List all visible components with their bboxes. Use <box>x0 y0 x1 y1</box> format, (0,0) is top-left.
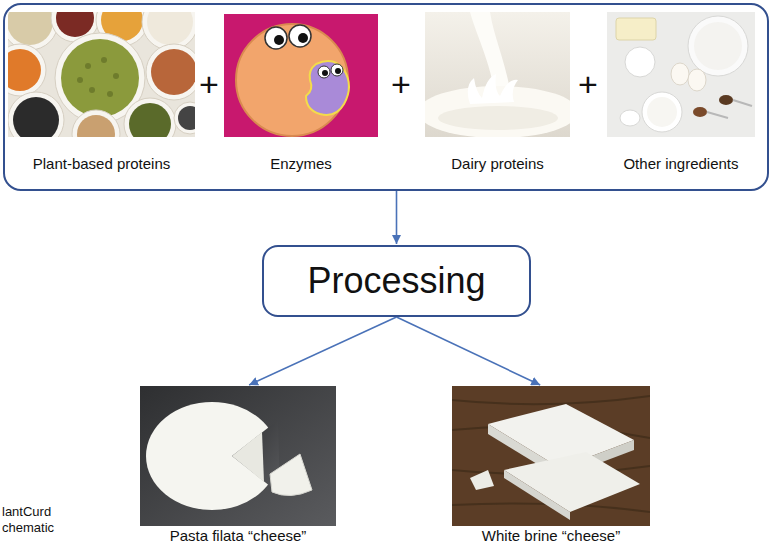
item-caption: Enzymes <box>270 155 332 173</box>
legume-bowls <box>8 12 195 137</box>
feta-photo <box>452 386 650 526</box>
figure-note: lantCurd chematic <box>2 504 66 536</box>
process-box: Processing <box>262 245 531 317</box>
baking-ingredients <box>607 12 755 137</box>
flow-arrow <box>397 317 541 385</box>
ingredients-group: Plant-based proteins Enzymes Dairy protein… <box>3 3 769 191</box>
flow-arrow <box>249 317 396 385</box>
item-caption: Dairy proteins <box>451 155 544 173</box>
plus-sign: + <box>391 67 411 101</box>
ingredient-item: Dairy proteins <box>425 12 570 174</box>
item-caption: Other ingredients <box>623 155 738 173</box>
item-caption: White brine “cheese” <box>482 527 620 545</box>
plus-sign: + <box>199 67 219 101</box>
ingredient-item: Other ingredients <box>607 12 755 174</box>
plus-sign: + <box>578 67 598 101</box>
item-caption: Pasta filata “cheese” <box>170 527 307 545</box>
ingredient-item: Plant-based proteins <box>8 12 195 174</box>
flow-arrow <box>396 191 398 244</box>
mozzarella-photo <box>140 386 336 526</box>
product-item: Pasta filata “cheese” <box>140 386 336 546</box>
product-item: White brine “cheese” <box>452 386 650 546</box>
process-label: Processing <box>307 261 485 301</box>
ingredient-item: Enzymes <box>224 12 378 174</box>
enzyme-cartoon <box>224 14 378 137</box>
item-caption: Plant-based proteins <box>33 155 171 173</box>
milk-splash <box>425 12 570 137</box>
